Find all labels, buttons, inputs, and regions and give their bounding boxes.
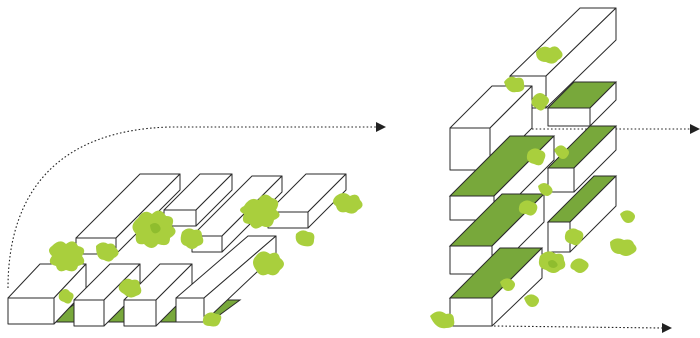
right-panel-stacked-beams <box>430 7 700 333</box>
dotted-arrow-right-lower <box>493 325 663 329</box>
curved-dotted-arrow <box>7 126 376 289</box>
left-panel-woven-beams <box>7 122 386 327</box>
lower-arrow-head <box>662 323 672 333</box>
back-beam-4 <box>267 173 347 229</box>
foliage-left-front <box>49 230 315 327</box>
curved-arrow-head <box>376 122 386 132</box>
stack-beam-back-1 <box>546 81 618 127</box>
upper-arrow-head <box>690 124 700 134</box>
stack-beam-row-4 <box>448 247 544 327</box>
foliage-left-back <box>132 193 363 249</box>
back-beam-2 <box>163 173 233 227</box>
foliage-right <box>430 46 637 329</box>
